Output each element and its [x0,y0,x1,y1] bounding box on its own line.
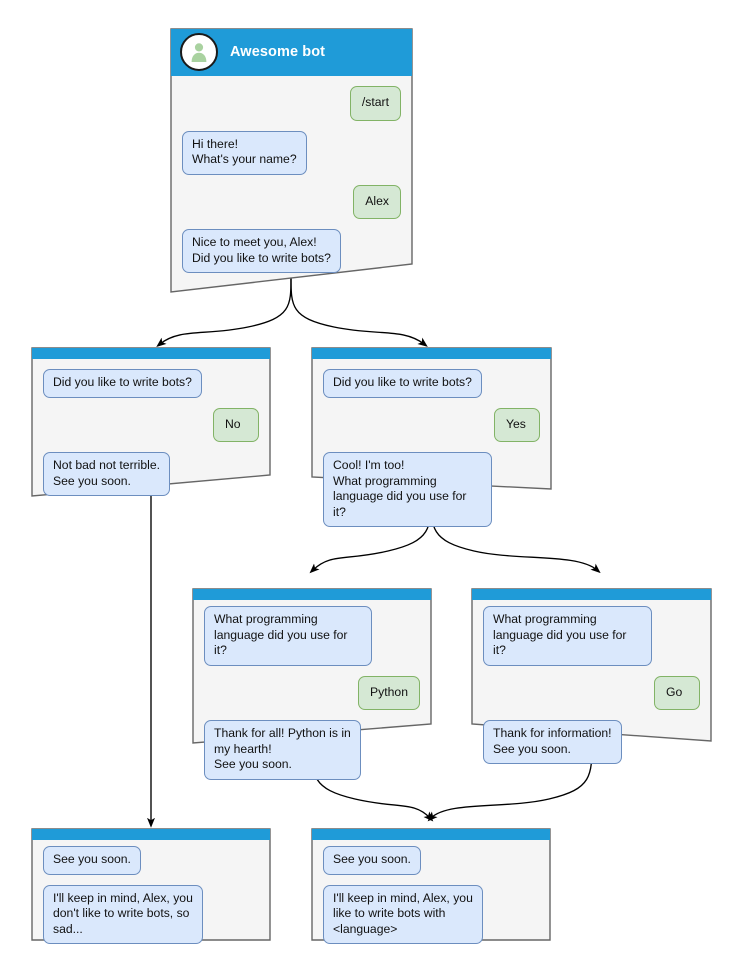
message-row: Thank for all! Python is in my hearth! S… [204,720,420,780]
chat-node-branch-python[interactable]: What programming language did you use fo… [192,588,432,780]
message-row: Did you like to write bots? [43,369,259,398]
chat-body-end-sad: See you soon. I'll keep in mind, Alex, y… [31,840,271,944]
bot-message-bubble[interactable]: Thank for all! Python is in my hearth! S… [204,720,361,780]
message-row: See you soon. [43,846,259,875]
bot-message-bubble[interactable]: I'll keep in mind, Alex, you don't like … [43,884,203,944]
message-row: Alex [182,184,401,219]
user-message-bubble[interactable]: Alex [353,184,401,219]
bot-message-bubble[interactable]: See you soon. [43,846,141,875]
chat-node-end-sad[interactable]: See you soon. I'll keep in mind, Alex, y… [31,828,271,944]
chat-header-bar [192,588,432,600]
bot-message-bubble[interactable]: Nice to meet you, Alex! Did you like to … [182,229,341,273]
message-row: Thank for information! See you soon. [483,720,700,764]
message-row: Go [483,675,700,710]
bot-message-bubble[interactable]: What programming language did you use fo… [204,606,373,666]
chat-header-bar [311,828,551,840]
chat-body-branch-go: What programming language did you use fo… [471,600,712,764]
bot-message-bubble[interactable]: Cool! I'm too! What programming language… [323,452,493,527]
user-message-bubble[interactable]: No [213,407,259,442]
message-row: Not bad not terrible. See you soon. [43,452,259,496]
bot-message-bubble[interactable]: Hi there! What's your name? [182,130,307,175]
chat-header-bar [31,828,271,840]
person-avatar-icon [180,33,218,71]
chat-body-branch-no: Did you like to write bots? No Not bad n… [31,359,271,496]
bot-message-bubble[interactable]: Did you like to write bots? [323,369,482,398]
chat-node-branch-go[interactable]: What programming language did you use fo… [471,588,712,764]
message-row: Did you like to write bots? [323,369,540,398]
user-message-bubble[interactable]: Python [358,675,420,710]
chat-header-root: Awesome bot [170,28,413,76]
message-row: I'll keep in mind, Alex, you like to wri… [323,884,539,944]
message-row: No [43,407,259,442]
message-row: Python [204,675,420,710]
message-row: Nice to meet you, Alex! Did you like to … [182,229,401,273]
bot-message-bubble[interactable]: Thank for information! See you soon. [483,720,622,764]
chat-body-root: /start Hi there! What's your name? Alex … [170,76,413,273]
bot-message-bubble[interactable]: Did you like to write bots? [43,369,202,398]
message-row: Yes [323,407,540,442]
message-row: See you soon. [323,846,539,875]
chat-body-branch-python: What programming language did you use fo… [192,600,432,780]
chat-node-root[interactable]: Awesome bot /start Hi there! What's your… [170,28,413,293]
message-row: Hi there! What's your name? [182,130,401,175]
chat-body-branch-yes: Did you like to write bots? Yes Cool! I'… [311,359,552,527]
chat-node-branch-yes[interactable]: Did you like to write bots? Yes Cool! I'… [311,347,552,527]
message-row: Cool! I'm too! What programming language… [323,452,540,527]
bot-message-bubble[interactable]: What programming language did you use fo… [483,606,653,666]
user-message-bubble[interactable]: Go [654,675,700,710]
chat-header-bar [311,347,552,359]
user-message-bubble[interactable]: /start [349,86,401,121]
chat-node-branch-no[interactable]: Did you like to write bots? No Not bad n… [31,347,271,497]
message-row: What programming language did you use fo… [483,606,700,666]
chat-node-end-happy[interactable]: See you soon. I'll keep in mind, Alex, y… [311,828,551,944]
message-row: /start [182,86,401,121]
chat-body-end-happy: See you soon. I'll keep in mind, Alex, y… [311,840,551,944]
message-row: What programming language did you use fo… [204,606,420,666]
bot-message-bubble[interactable]: I'll keep in mind, Alex, you like to wri… [323,884,483,944]
chat-header-bar [31,347,271,359]
bot-message-bubble[interactable]: See you soon. [323,846,421,875]
bot-title: Awesome bot [230,44,326,60]
message-row: I'll keep in mind, Alex, you don't like … [43,884,259,944]
chat-header-bar [471,588,712,600]
user-message-bubble[interactable]: Yes [494,407,540,442]
bot-message-bubble[interactable]: Not bad not terrible. See you soon. [43,452,171,496]
